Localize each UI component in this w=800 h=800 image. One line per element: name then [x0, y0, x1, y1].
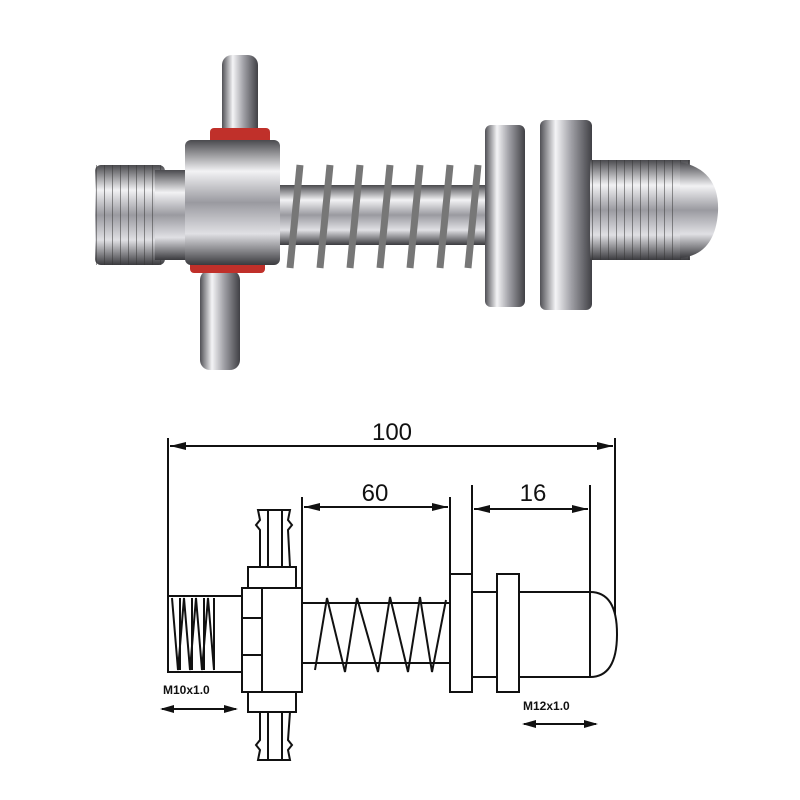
drawing-hex-body — [241, 587, 303, 693]
right-thread-texture — [590, 160, 690, 260]
drawing-plate — [449, 573, 473, 693]
drawing-nut — [496, 573, 520, 693]
drawing-bottom-barb — [254, 711, 294, 761]
bottom-barb — [200, 270, 240, 370]
drawing-thread-hatching — [171, 597, 215, 671]
spring — [286, 164, 482, 269]
nut-1 — [485, 125, 525, 307]
technical-drawing: 100 60 16 M10x1.0 — [160, 419, 619, 761]
drawing-top-collar — [247, 566, 297, 589]
dim-overall-label: 100 — [372, 419, 412, 446]
right-thread-label: M12x1.0 — [523, 699, 570, 713]
product-photo — [95, 55, 719, 370]
drawing-bottom-collar — [247, 691, 297, 713]
left-thread-label: M10x1.0 — [163, 683, 210, 697]
dome-tip — [680, 162, 719, 258]
left-collar — [155, 170, 190, 260]
left-thread-texture — [95, 165, 165, 265]
dim-arrowheads-spring — [304, 503, 448, 511]
drawing-top-barb — [254, 509, 294, 568]
nut-2 — [540, 120, 592, 310]
hex-body — [185, 140, 280, 265]
top-barb — [222, 55, 258, 145]
dim-spring-label: 60 — [362, 480, 389, 507]
drawing-hex-body-detail — [242, 588, 263, 692]
dim-thread-label: 16 — [520, 480, 547, 507]
drawing-right-body — [471, 591, 619, 678]
drawing-spring — [314, 596, 447, 673]
